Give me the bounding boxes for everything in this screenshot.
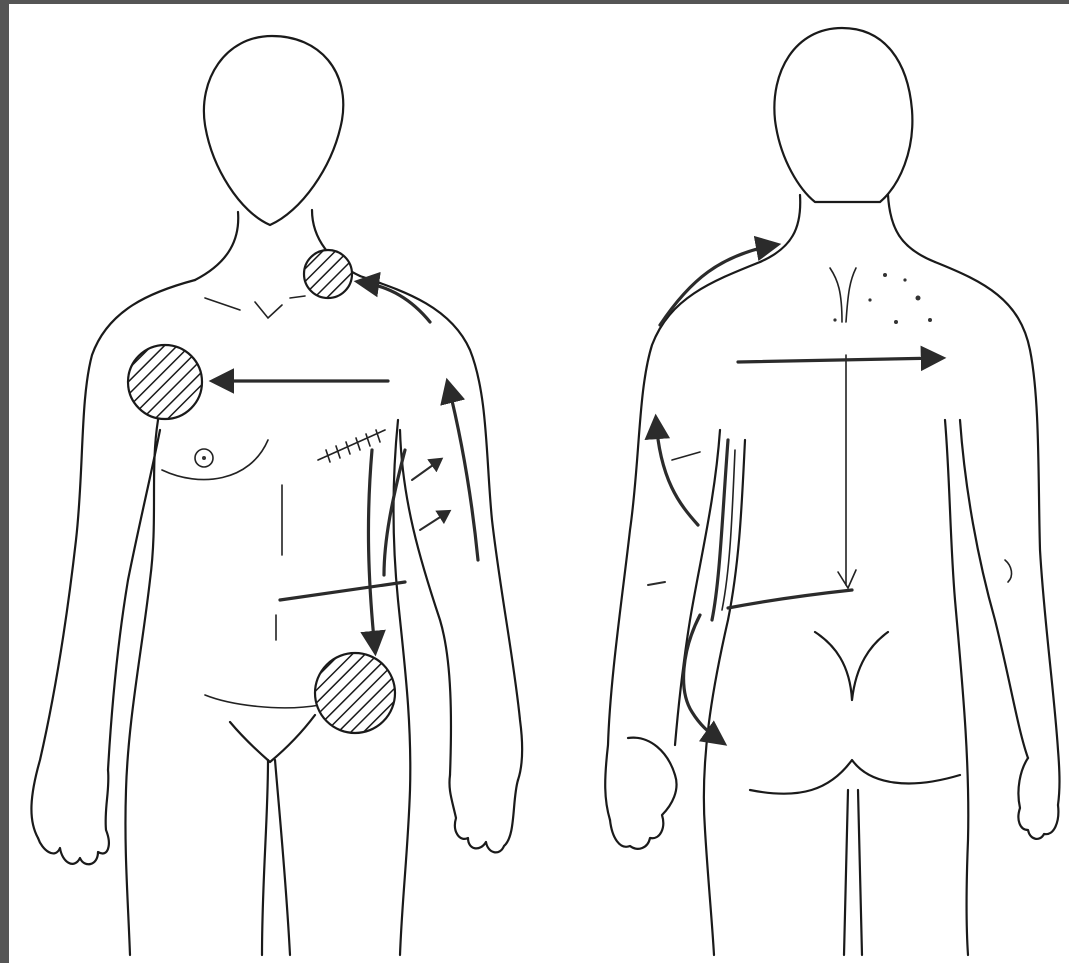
arrow-small-upper (412, 460, 440, 480)
front-right-inner-arm (400, 430, 451, 775)
shaded-region-groin (315, 653, 395, 733)
back-leg-line (844, 790, 862, 955)
back-arrow-arm-up (656, 420, 698, 525)
front-breast (162, 440, 268, 480)
back-left-hand (610, 738, 677, 849)
back-right-shoulder-arm (935, 262, 1060, 805)
back-waist-line (728, 590, 852, 608)
back-neck-crease (830, 268, 856, 322)
back-right-inner-arm (960, 420, 1028, 758)
back-left-shoulder-arm (605, 262, 760, 820)
back-neck-left (760, 195, 800, 262)
front-incision-scar (318, 430, 385, 462)
back-arm-dash (672, 452, 700, 460)
front-nipple-dot (202, 456, 206, 460)
front-pubic-line (230, 715, 315, 762)
front-clavicle-mid (255, 302, 282, 318)
back-view (605, 28, 1059, 955)
front-right-hand (449, 775, 518, 852)
back-small-mark-arm (648, 582, 665, 585)
back-buttock-cleft (815, 632, 888, 700)
back-head (774, 28, 912, 202)
front-clavicle-right (290, 296, 305, 298)
back-neck-right (888, 195, 935, 262)
arrow-small-lower (420, 512, 448, 530)
front-head (204, 36, 343, 225)
front-left-hand (38, 770, 109, 864)
arrow-horizontal-abdomen (280, 582, 405, 600)
front-torso-left-side (125, 420, 158, 955)
front-leg-right-inner (275, 760, 290, 955)
back-arrow-horizontal (738, 358, 940, 362)
front-neck-left (195, 212, 238, 280)
back-torso-right (945, 420, 968, 955)
front-clavicle-left (205, 298, 240, 310)
arrow-down-to-groin (368, 450, 375, 650)
front-leg-left-inner (262, 760, 268, 955)
back-buttock-lower (750, 760, 960, 794)
back-right-hand (1018, 758, 1058, 839)
shaded-region-neck (304, 250, 352, 298)
front-hip-crease (205, 695, 320, 708)
front-left-inner-arm (108, 430, 160, 770)
back-small-mark-right (1005, 560, 1012, 582)
back-sacrum-mark (838, 570, 856, 588)
back-torso-left (704, 440, 745, 955)
back-arrow-shoulder (660, 245, 775, 325)
arrow-up-right-side (448, 384, 478, 560)
shaded-region-axilla (128, 345, 202, 419)
front-view (31, 36, 522, 955)
